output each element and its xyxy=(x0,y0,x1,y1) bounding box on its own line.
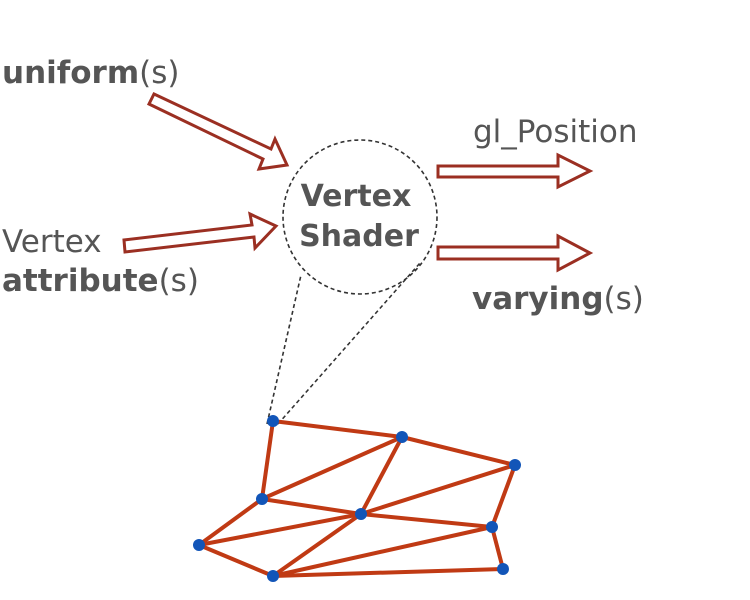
mesh-edge xyxy=(197,512,363,547)
vertex-shader-circle xyxy=(282,139,438,295)
mesh-vertex xyxy=(267,415,279,427)
zoom-line-right xyxy=(277,262,421,425)
uniform-label: uniform(s) xyxy=(2,55,179,91)
varying-label-suffix: (s) xyxy=(604,281,644,317)
attribute-label: attribute(s) xyxy=(2,263,199,299)
shader-label-line2: Shader xyxy=(299,219,419,254)
varying-label-bold: varying xyxy=(472,281,604,317)
mesh-edge xyxy=(260,497,363,516)
shader-label-line1: Vertex xyxy=(301,179,412,214)
uniform-arrow xyxy=(146,92,290,171)
mesh-edge xyxy=(359,463,517,516)
attribute-label-bold: attribute xyxy=(2,263,159,299)
mesh-vertex xyxy=(256,493,268,505)
mesh-edge xyxy=(490,525,505,571)
mesh-vertex xyxy=(193,539,205,551)
mesh-edge xyxy=(271,512,363,578)
mesh-vertex xyxy=(396,431,408,443)
mesh-edges xyxy=(197,419,517,578)
mesh-edge xyxy=(359,512,494,529)
attribute-label-line1: Vertex xyxy=(2,224,102,260)
uniform-label-suffix: (s) xyxy=(139,55,179,91)
mesh-edge xyxy=(197,543,275,578)
mesh-edge xyxy=(490,463,517,529)
mesh-vertex xyxy=(509,459,521,471)
mesh-edge xyxy=(271,525,494,578)
mesh-vertex xyxy=(267,570,279,582)
mesh-edge xyxy=(197,497,264,547)
uniform-label-bold: uniform xyxy=(2,55,139,91)
mesh-edge xyxy=(271,567,505,578)
triangle-mesh xyxy=(193,415,521,582)
mesh-vertices xyxy=(193,415,521,582)
mesh-edge xyxy=(260,419,275,501)
position-arrow xyxy=(436,152,594,190)
attribute-arrow xyxy=(122,211,279,254)
mesh-edge xyxy=(271,419,404,439)
gl-position-label: gl_Position xyxy=(473,114,638,150)
mesh-vertex xyxy=(355,508,367,520)
varying-label: varying(s) xyxy=(472,281,644,317)
mesh-edge xyxy=(359,435,404,516)
mesh-vertex xyxy=(486,521,498,533)
varying-arrow xyxy=(436,233,594,273)
mesh-edge xyxy=(400,435,517,467)
mesh-edge xyxy=(260,435,404,501)
zoom-line-left xyxy=(266,274,302,425)
mesh-vertex xyxy=(497,563,509,575)
attribute-label-suffix: (s) xyxy=(159,263,199,299)
